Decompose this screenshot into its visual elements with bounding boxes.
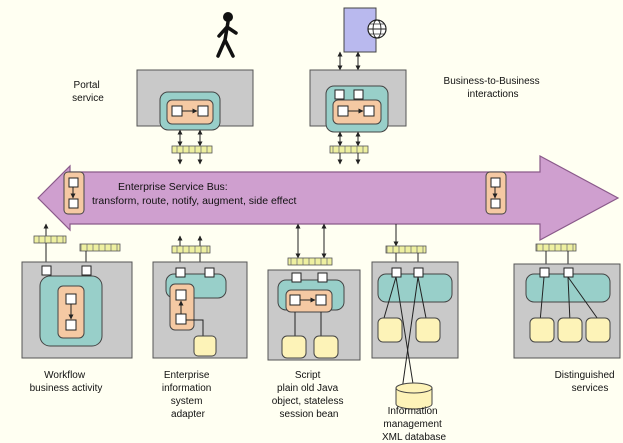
label-line: Enterprise Service Bus: (118, 181, 228, 193)
label-line: adapter (171, 409, 206, 420)
script-box (267, 223, 361, 361)
script-label: Script plain old Java object, stateless … (272, 370, 347, 420)
b2b-service-box (309, 51, 407, 165)
label-line: information (162, 383, 211, 394)
information-management-label: Information management XML database (382, 406, 447, 443)
bus-label: Enterprise Service Bus: transform, route… (92, 181, 297, 207)
enterprise-service-bus (37, 154, 620, 242)
portal-service-box (136, 69, 254, 165)
eis-label: Enterprise information system adapter (162, 370, 214, 420)
label-line: interactions (467, 89, 518, 100)
distinguished-services-label: Distinguished services (555, 370, 618, 394)
label-line: service (72, 93, 104, 104)
distinguished-services-box (513, 243, 621, 359)
workflow-box (21, 223, 133, 359)
label-line: Enterprise (164, 370, 210, 381)
label-line: transform, route, notify, augment, side … (92, 195, 297, 207)
information-management-box (371, 224, 459, 410)
label-line: session bean (280, 409, 339, 420)
label-line: XML database (382, 432, 447, 443)
globe-icon (343, 7, 387, 53)
workflow-label: Workflow business activity (30, 370, 103, 394)
eis-adapter-box (152, 235, 248, 359)
b2b-label: Business-to-Business interactions (444, 76, 543, 100)
label-line: services (572, 383, 609, 394)
walking-person-icon (216, 12, 238, 58)
portal-service-label: Portal service (72, 80, 104, 104)
label-line: management (383, 419, 442, 430)
label-line: business activity (30, 383, 103, 394)
label-line: plain old Java (277, 383, 339, 394)
label-line: Portal (74, 80, 100, 91)
label-line: Distinguished (555, 370, 615, 381)
label-line: Business-to-Business (444, 76, 540, 87)
label-line: Script (295, 370, 321, 381)
label-line: Information (388, 406, 438, 417)
label-line: object, stateless (272, 396, 344, 407)
label-line: Workflow (44, 370, 86, 381)
label-line: system (171, 396, 203, 407)
